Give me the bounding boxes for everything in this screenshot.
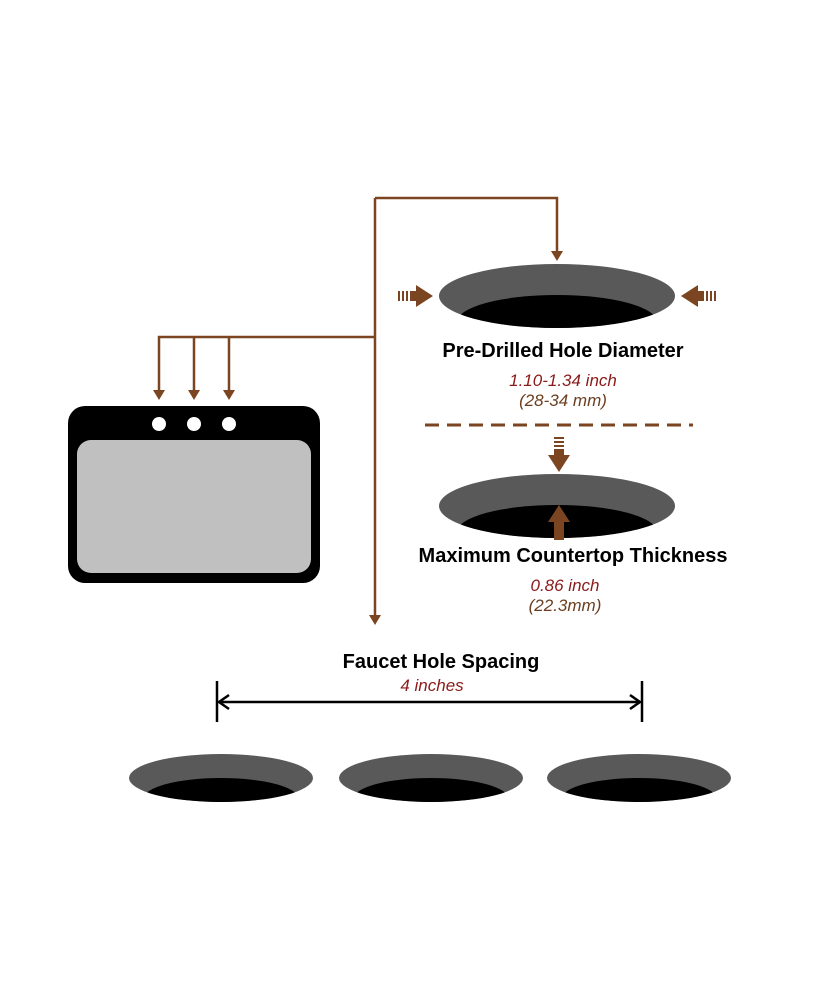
sink-basin: [77, 440, 311, 573]
faucet-hole-icon: [222, 417, 236, 431]
arrow-down-icon: [548, 437, 570, 472]
faucet-spacing-title: Faucet Hole Spacing: [343, 651, 540, 673]
arrow-left-icon: [681, 285, 716, 307]
hole-diameter-title: Pre-Drilled Hole Diameter: [442, 340, 683, 362]
countertop-hole-icon: [547, 754, 731, 802]
faucet-hole-icon: [152, 417, 166, 431]
arrow-down-icon: [551, 251, 563, 261]
sink-icon: [68, 406, 320, 583]
arrow-down-icon: [153, 390, 165, 400]
connector-lines: [157, 196, 559, 616]
hole-diameter-inch: 1.10-1.34 inch: [509, 371, 617, 390]
countertop-thickness-title: Maximum Countertop Thickness: [419, 545, 728, 567]
arrow-down-icon: [223, 390, 235, 400]
faucet-spacing-value: 4 inches: [400, 676, 464, 695]
diameter-hole-icon: [439, 264, 675, 328]
countertop-hole-icon: [129, 754, 313, 802]
arrow-up-icon: [548, 505, 570, 540]
diameter-arrows: [398, 285, 716, 307]
countertop-thickness-mm: (22.3mm): [529, 596, 602, 615]
arrow-down-icon: [369, 615, 381, 625]
thin-arrowheads: [153, 251, 563, 625]
arrow-down-icon: [188, 390, 200, 400]
countertop-thickness-inch: 0.86 inch: [531, 576, 600, 595]
faucet-hole-icon: [187, 417, 201, 431]
connector-top-branch: [375, 196, 559, 252]
thickness-arrows: [548, 437, 570, 540]
connector-sink-branch: [157, 335, 375, 392]
countertop-hole-icon: [339, 754, 523, 802]
spacing-dimension-line: [215, 681, 644, 722]
arrow-right-icon: [398, 285, 433, 307]
hole-diameter-mm: (28-34 mm): [519, 391, 607, 410]
